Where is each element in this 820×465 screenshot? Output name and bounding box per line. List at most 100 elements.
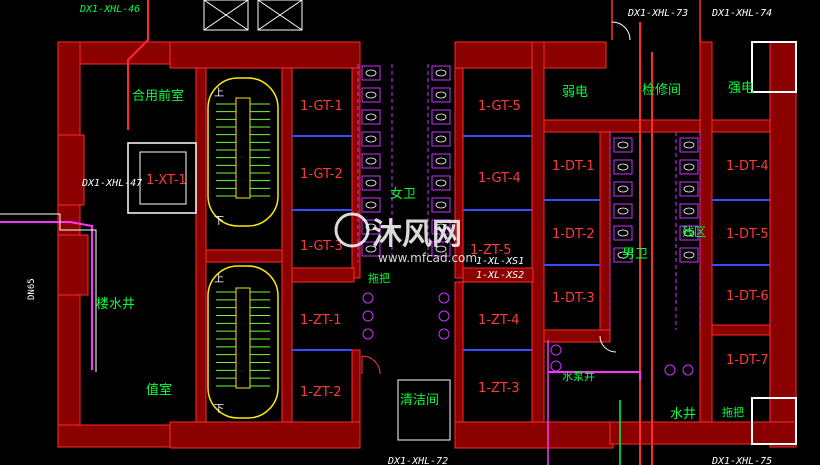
room-cleaning: 清洁间 [400,393,439,408]
cable-tag-left-mid: DX1-XHL-47 [81,178,142,189]
wall-right-dt-top [711,119,771,133]
shaft-label-1-zt-5: 1-ZT-5 [470,243,512,258]
toilet-stall [613,159,633,175]
toilet-bowl [683,141,695,149]
wall-shaft-mid [291,267,355,283]
doors [361,21,631,441]
shaft-label-1-dt-2: 1-DT-2 [552,227,595,242]
stair-upper [207,77,279,227]
stair-upper-up: 上 [214,87,224,99]
washbasin [438,292,450,304]
toilet-bowl [435,223,447,231]
labels: DX1-XHL-46 DX1-XHL-73 DX1-XHL-74 DX1-XHL… [27,4,772,465]
toilet-bowl [365,113,377,121]
cable-tag-top-mid: DX1-XHL-73 [627,8,688,19]
toilet-stall [361,175,381,191]
toilet-bowl [365,135,377,143]
room-womens-toilet: 女卫 [390,186,416,202]
toilet-stall [679,225,699,241]
stair-lower-treads [216,291,270,387]
toilet-stall [361,153,381,169]
room-disabled-zone: 残区 [682,225,706,239]
wall-left-bottom [57,424,171,448]
pipes [0,0,701,465]
red-riser-left [127,0,149,130]
washbasin [682,364,694,376]
cable-tag-top-left: DX1-XHL-46 [79,4,140,15]
washbasin [362,310,374,322]
top-shaft-1-x2 [203,0,249,31]
toilet-stall [361,131,381,147]
toilet-bowl [365,223,377,231]
xt-inner [139,151,187,205]
toilet-bowl [683,185,695,193]
toilet-stall [431,175,451,191]
toilet-bowl [617,163,629,171]
room-weak-current: 弱电 [562,85,588,100]
wall-left-stub [57,234,89,296]
toilet-bowl [435,157,447,165]
room-strong-current: 强电 [728,81,754,96]
stair-lower [207,265,279,419]
toilet-bowl [683,251,695,259]
toilet-stall [431,241,451,257]
wall-right-top2 [543,119,711,133]
wall-right-col [699,41,713,443]
toilet-stall [431,65,451,81]
toilet-stall [361,109,381,125]
shaft-label-1-gt-2: 1-GT-2 [300,167,343,182]
wall-middle-top [454,41,541,69]
toilet-bowl [435,91,447,99]
shaft-label-1-dt-6: 1-DT-6 [726,289,769,304]
toilet-bowl [617,185,629,193]
toilet-stall [361,87,381,103]
cable-tag-xs2: 1-XL-XS2 [476,270,524,281]
washbasin [362,292,374,304]
shaft-label-1-dt-3: 1-DT-3 [552,291,595,306]
cable-tag-bottom-mid: DX1-XHL-72 [387,456,448,465]
room-duty: 值室 [146,382,172,398]
toilet-bowl [617,251,629,259]
shaft-label-1-zt-1: 1-ZT-1 [300,313,342,328]
toilet-stall [361,241,381,257]
toilet-bowl [435,135,447,143]
xt-outer [127,142,197,214]
washbasin [550,344,562,356]
wall-shaft-right-a [351,67,361,279]
toilet-bowl [435,69,447,77]
watermark-logo [334,212,370,248]
washbasin [438,328,450,340]
stair-upper-down: 下 [214,216,224,227]
toilet-stall [431,153,451,169]
shaft-divider-lines [292,135,770,351]
stair-lower-core [235,287,251,389]
toilet-bowl [435,113,447,121]
top-shaft-1 [203,0,249,31]
washbasin [550,360,562,372]
shaft-label-1-dt-4: 1-DT-4 [726,159,769,174]
stair-lower-outline [207,265,279,419]
shaft-label-1-dt-5: 1-DT-5 [726,227,769,242]
toilet-bowl [617,141,629,149]
shaft-labels: 1-GT-11-GT-21-GT-31-GT-51-GT-41-ZT-11-ZT… [300,99,769,400]
wall-stair-column-left [195,67,207,423]
toilet-stall [361,219,381,235]
cable-tag-xs1: 1-XL-XS1 [476,256,524,267]
wall-middle-bottom [454,421,614,449]
wall-middle-right [531,41,545,423]
room-mop-left: 拖把 [368,271,390,285]
shaft-label-1-zt-2: 1-ZT-2 [300,385,342,400]
toilet-stall [679,159,699,175]
toilet-bowl [365,201,377,209]
top-shafts [203,0,303,31]
room-water-well-right: 水井 [670,407,696,422]
stair-upper-treads [216,103,270,197]
white-pipe-left [0,213,97,372]
door-arc-3 [611,21,631,41]
shaft-label-1-zt-3: 1-ZT-3 [478,381,520,396]
cleaning-room-frame [397,379,451,441]
wall-right-outer [769,41,797,448]
elevator-xt-label: 1-XT-1 [146,173,187,188]
toilet-stall [679,137,699,153]
toilet-stall [361,197,381,213]
